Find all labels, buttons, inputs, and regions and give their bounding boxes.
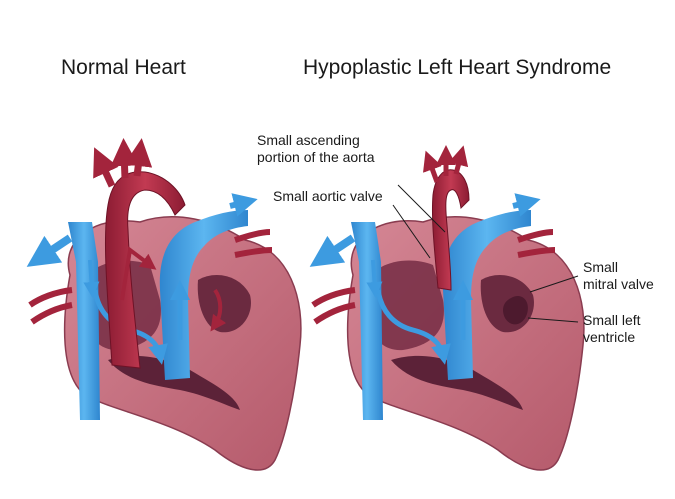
hlhs-title: Hypoplastic Left Heart Syndrome (303, 56, 612, 79)
label-ascending-aorta: Small ascending portion of the aorta (257, 132, 375, 166)
label-left-ventricle: Small left ventricle (583, 312, 641, 346)
label-mitral-valve-line1: Small (583, 259, 619, 275)
label-mitral-valve-line2: mitral valve (583, 276, 654, 292)
label-ascending-aorta-line1: Small ascending (257, 132, 360, 148)
label-left-ventricle-line1: Small left (583, 312, 641, 328)
normal-heart-title: Normal Heart (61, 56, 186, 79)
label-left-ventricle-line2: ventricle (583, 329, 636, 345)
hlhs-heart-drawing (313, 145, 584, 470)
normal-heart-drawing (30, 138, 301, 470)
label-mitral-valve: Small mitral valve (583, 259, 654, 293)
label-ascending-aorta-line2: portion of the aorta (257, 149, 375, 165)
label-aortic-valve: Small aortic valve (273, 188, 383, 204)
leader-lines (392, 184, 579, 323)
